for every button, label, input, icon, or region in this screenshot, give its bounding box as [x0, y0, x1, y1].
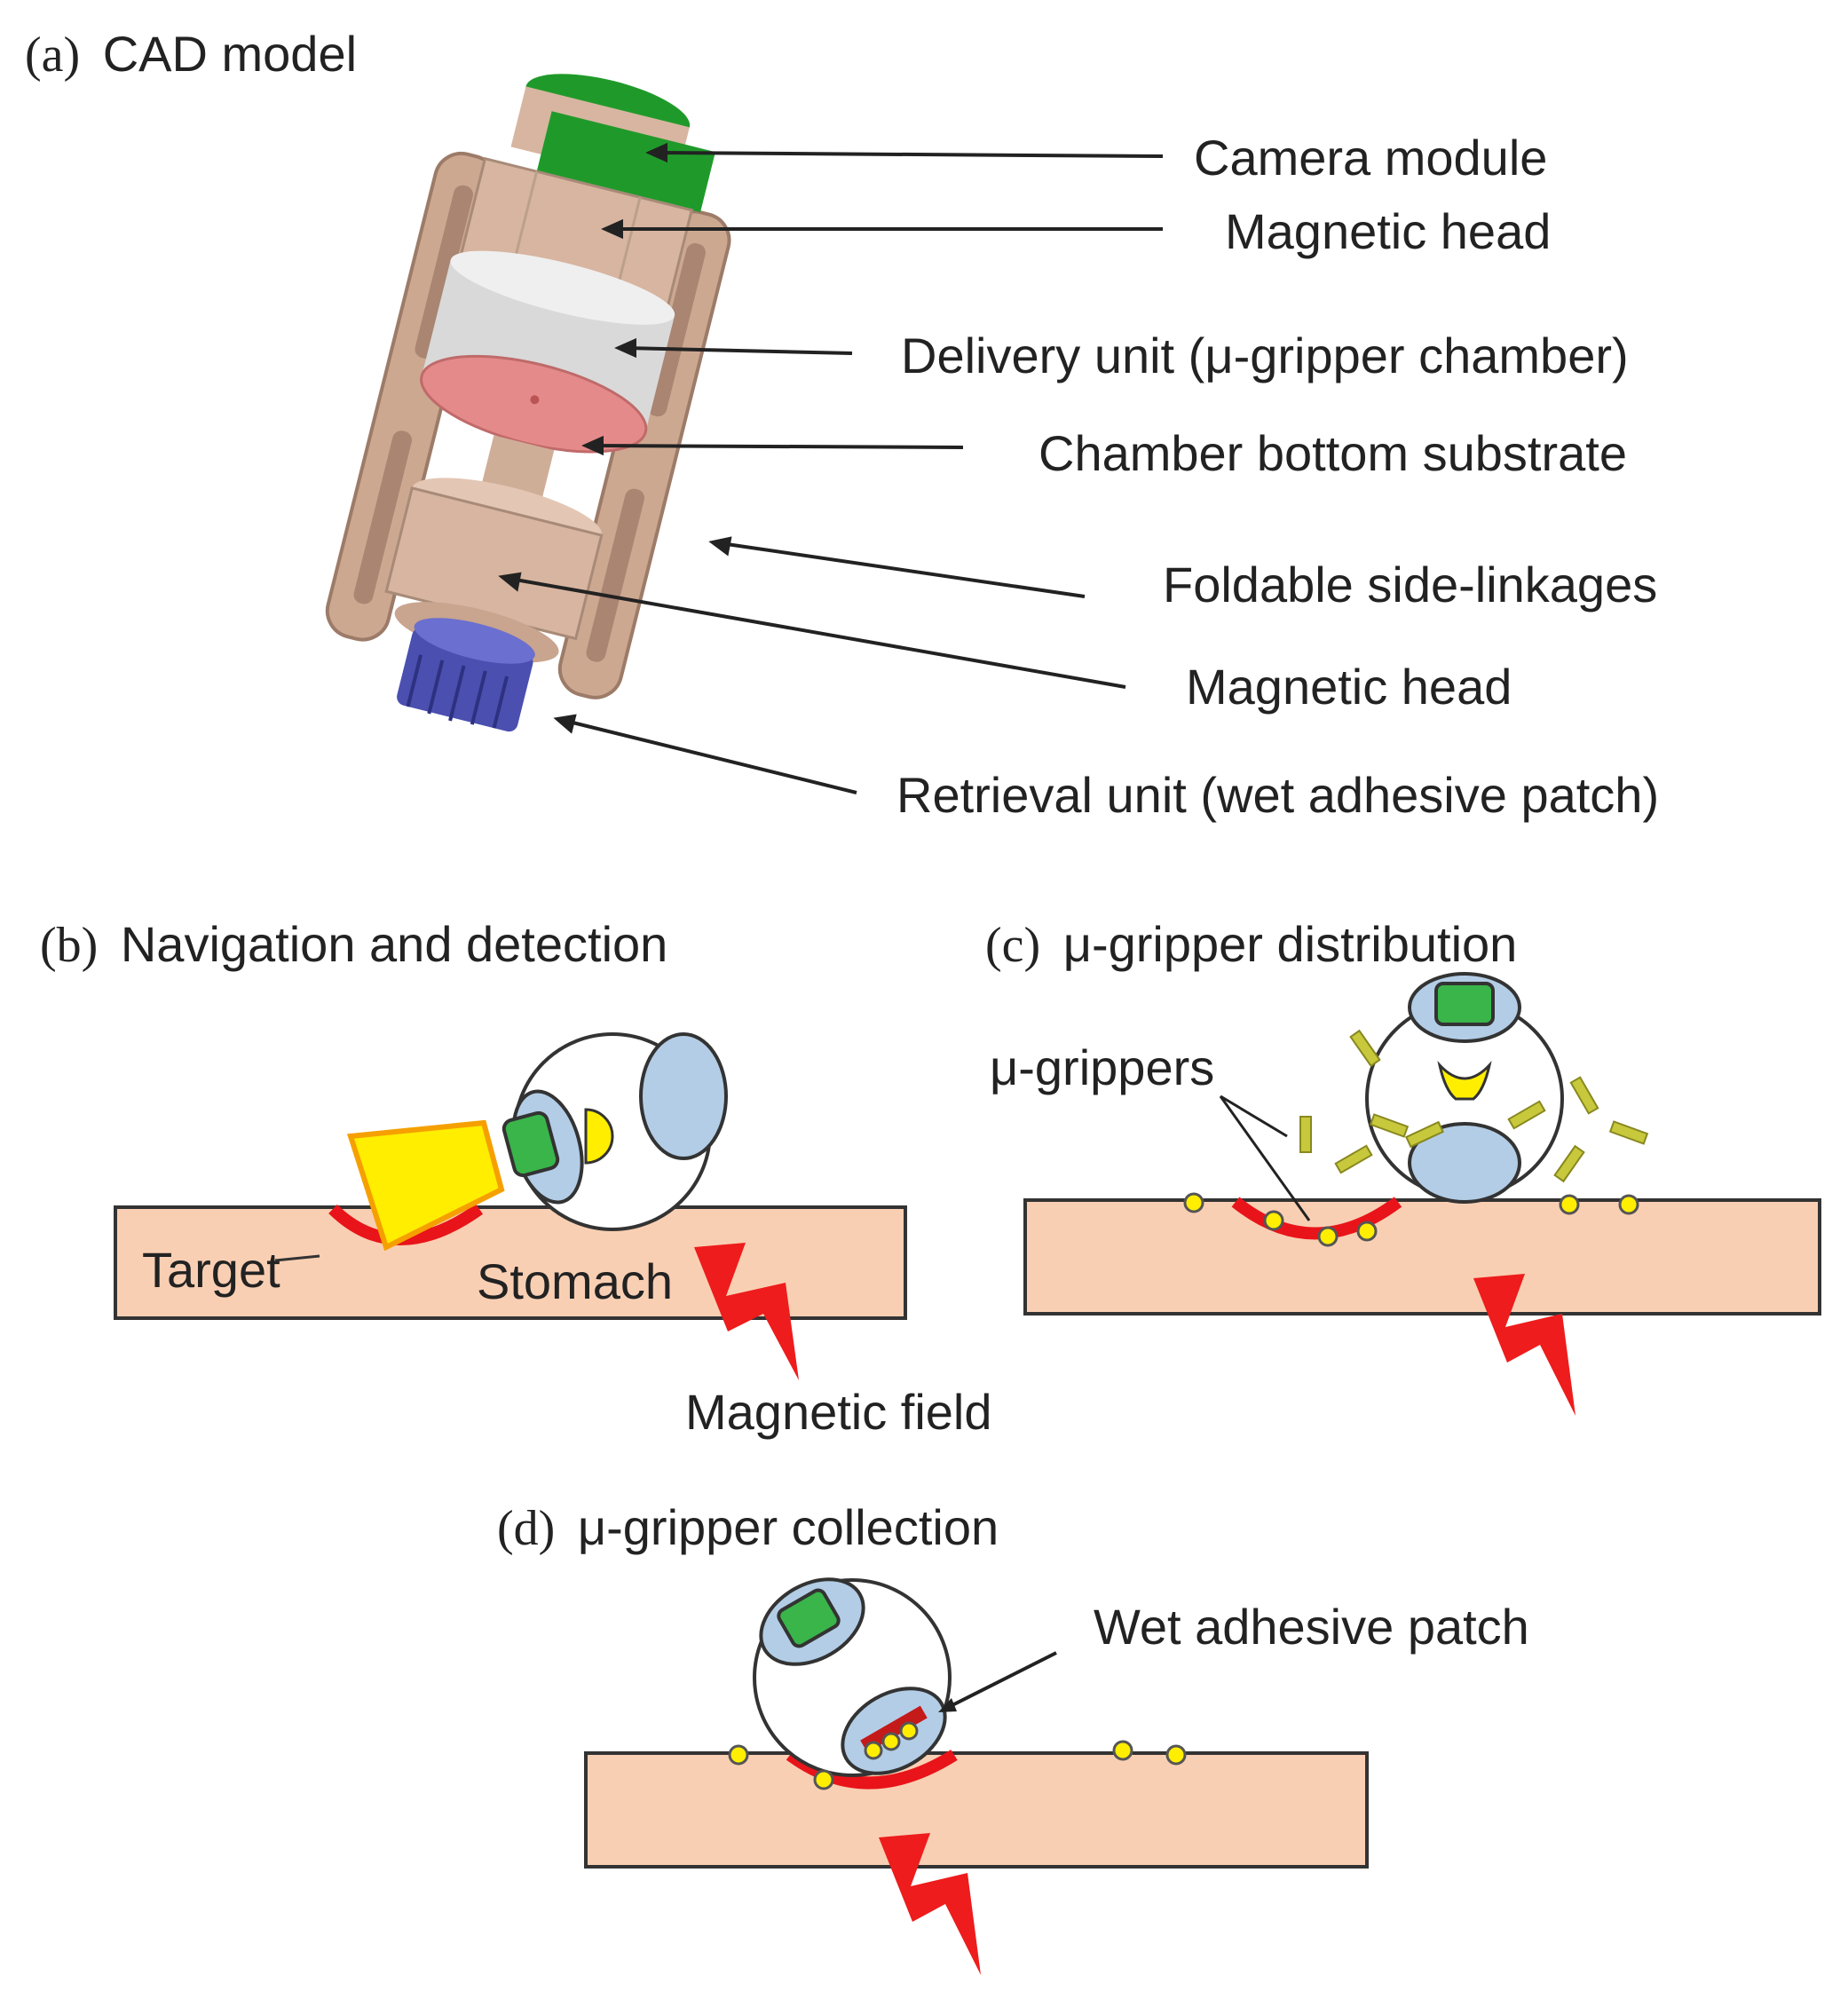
collected-grippers — [864, 1721, 919, 1760]
callout-lines — [498, 142, 1164, 794]
target-lesion-c — [1231, 1197, 1402, 1240]
svg-text:(c) μ-gripper distributi: (c) μ-gripper distribution — [985, 916, 1517, 973]
panel-b-title: Navigation and detection — [121, 916, 667, 972]
label-foldable-side-linkages: Foldable side-linkages — [1163, 557, 1657, 612]
label-retrieval-unit: Retrieval unit (wet adhesive patch) — [896, 767, 1659, 823]
cad-capsule-model — [325, 74, 731, 732]
label-camera-module: Camera module — [1194, 130, 1547, 186]
svg-text:(d) μ-gripper collection: (d) μ-gripper collection — [497, 1499, 999, 1556]
label-magnetic-head-upper: Magnetic head — [1225, 203, 1551, 259]
stomach-tissue-c — [1023, 1198, 1821, 1316]
panel-b-letter: (b) — [40, 918, 98, 973]
label-magnetic-head-lower: Magnetic head — [1186, 659, 1512, 715]
grippers-pointers — [1219, 1094, 1311, 1221]
led-b — [584, 1108, 614, 1165]
magnet-b-rear — [639, 1032, 728, 1160]
camera-d — [777, 1588, 841, 1648]
magnet-c-bottom — [1408, 1122, 1521, 1204]
panel-a-title: CAD model — [103, 26, 357, 82]
panel-a: (a) CAD model — [25, 26, 1659, 823]
camera-b — [501, 1110, 560, 1178]
panel-c-letter: (c) — [985, 918, 1040, 973]
scattering-grippers — [1299, 1029, 1649, 1183]
panel-c: (c) μ-gripper distribution — [985, 916, 1821, 1416]
panel-d: (d) μ-gripper collection Wet adhesive pa… — [497, 1499, 1529, 1975]
label-stomach: Stomach — [477, 1253, 673, 1309]
light-beam — [347, 1119, 505, 1252]
led-c — [1437, 1061, 1492, 1101]
stomach-tissue-d — [584, 1751, 1369, 1869]
wet-adhesive-patch — [860, 1705, 928, 1753]
panel-d-letter: (d) — [497, 1501, 555, 1556]
magnetic-field-bolt-d — [879, 1833, 981, 1975]
magnetic-field-bolt-b — [694, 1243, 799, 1380]
panel-a-letter: (a) — [25, 28, 80, 83]
camera-c — [1434, 982, 1495, 1026]
surface-grippers-c — [1183, 1192, 1639, 1247]
label-delivery-unit: Delivery unit (μ-gripper chamber) — [901, 328, 1629, 383]
panel-c-title: μ-gripper distribution — [1063, 916, 1518, 972]
label-wet-adhesive-patch: Wet adhesive patch — [1094, 1599, 1529, 1655]
svg-text:(b) Navigation and detec: (b) Navigation and detection — [40, 916, 667, 973]
label-magnetic-field: Magnetic field — [685, 1384, 992, 1440]
panel-d-title: μ-gripper collection — [578, 1499, 999, 1555]
label-target: Target — [142, 1242, 280, 1298]
callout-labels: Camera module Magnetic head Delivery uni… — [896, 130, 1659, 823]
panel-b: (b) Navigation and detection Target Stom… — [40, 916, 992, 1440]
svg-text:(a) CAD model: (a) CAD model — [25, 26, 357, 83]
camera-module — [536, 111, 715, 213]
label-chamber-bottom-substrate: Chamber bottom substrate — [1039, 425, 1627, 481]
magnetic-field-bolt-c — [1473, 1274, 1576, 1416]
surface-grippers-d — [728, 1740, 1187, 1790]
label-grippers: μ-grippers — [990, 1039, 1214, 1095]
